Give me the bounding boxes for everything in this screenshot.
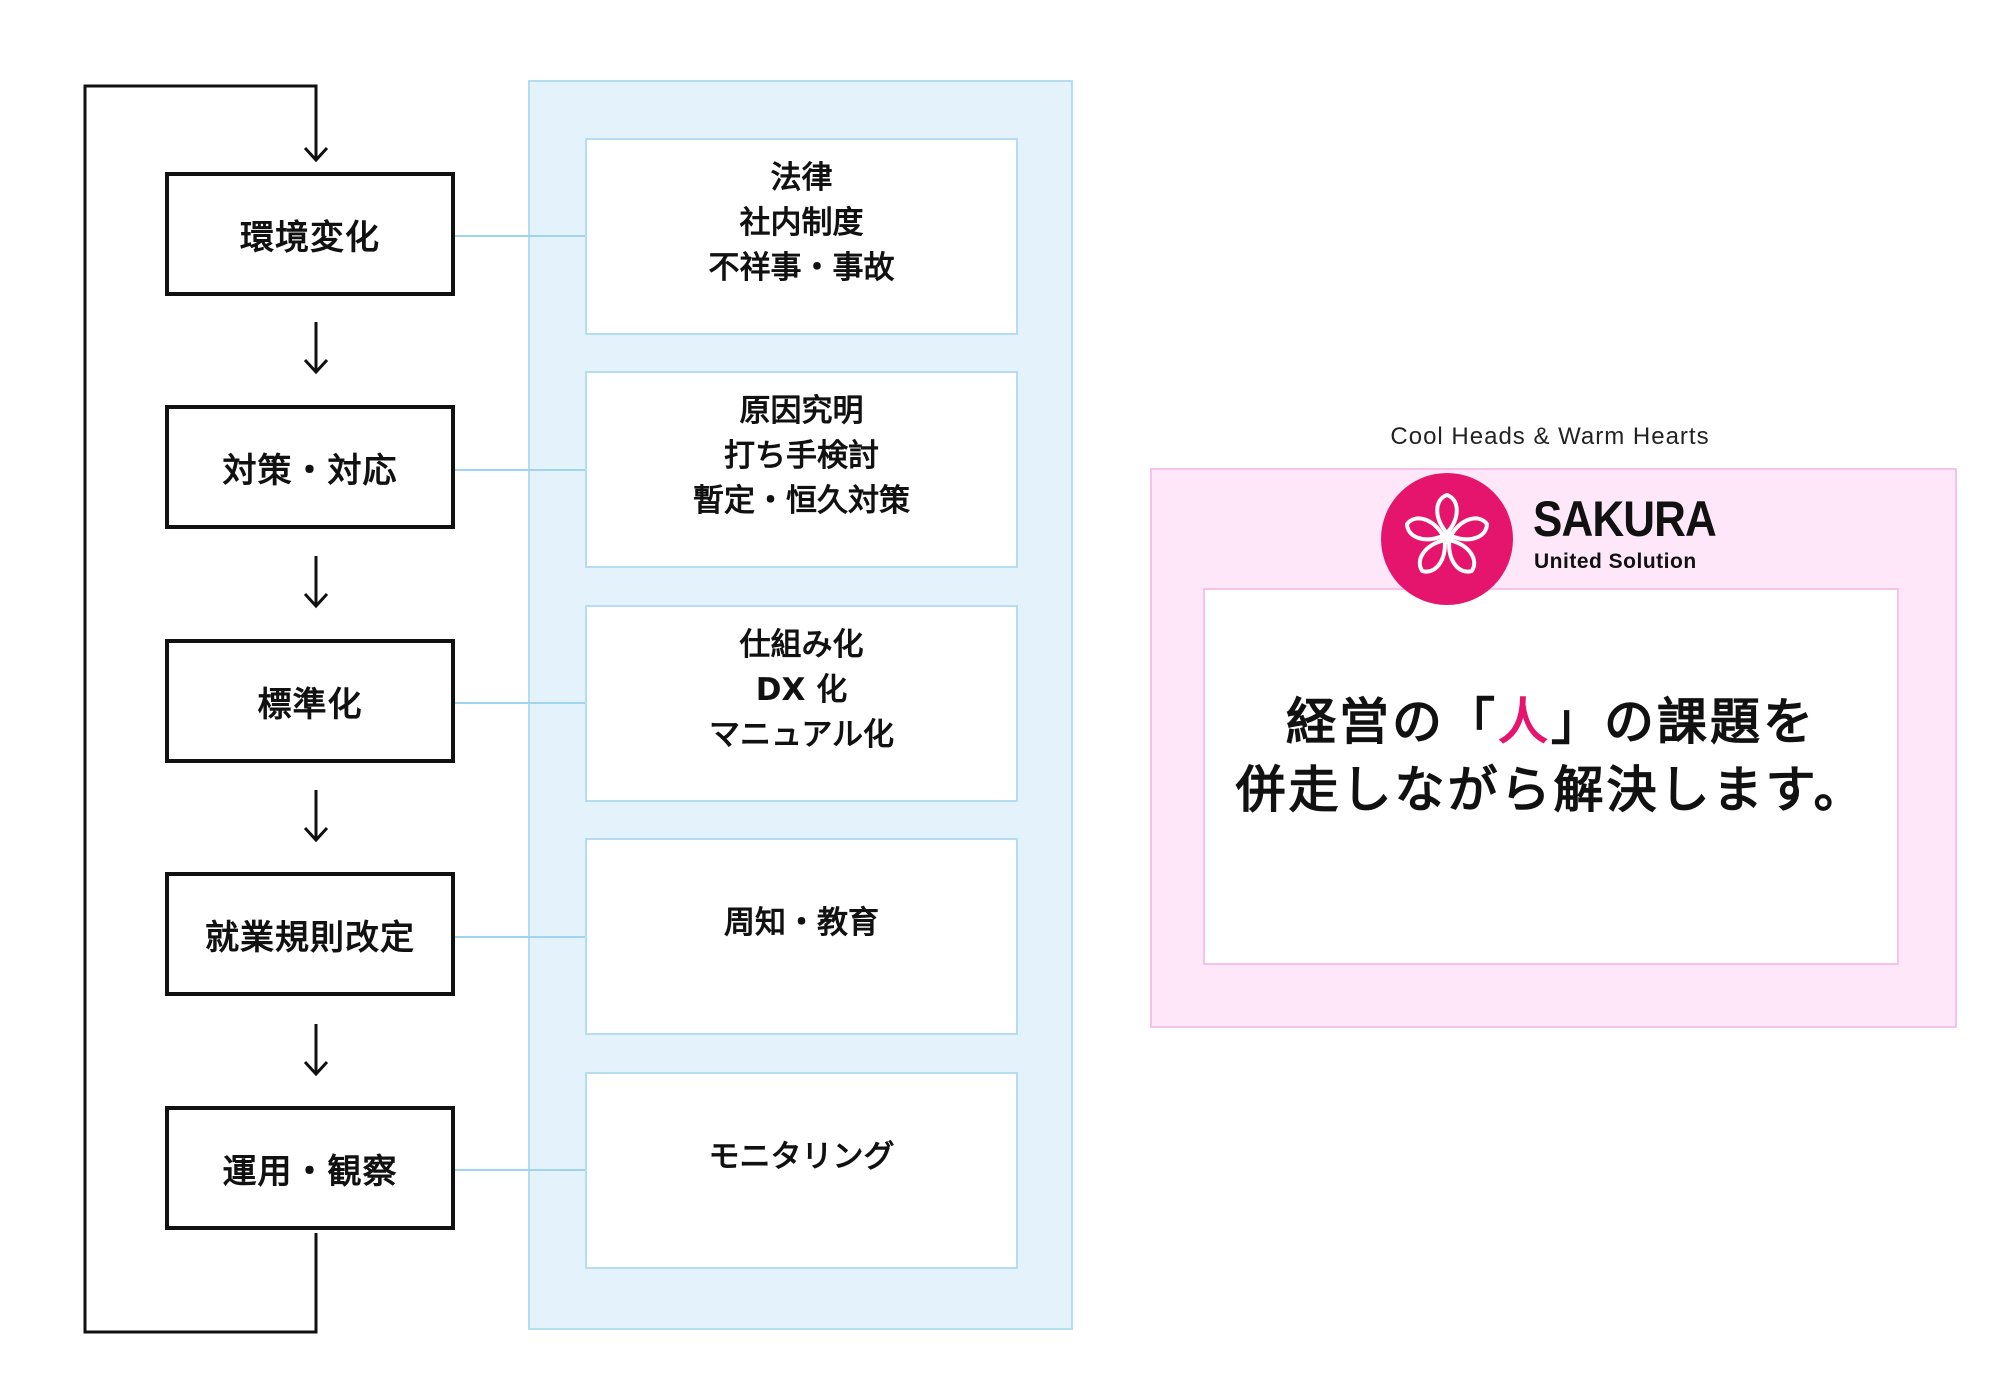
- flow-step-label: 環境変化: [240, 217, 380, 258]
- flow-step-label: 対策・対応: [222, 450, 398, 491]
- detail-line: モニタリング: [708, 1139, 895, 1175]
- flow-step-label: 運用・観察: [222, 1151, 398, 1192]
- message-text: 」の課題を: [1551, 693, 1816, 751]
- loop-arrowhead: [303, 146, 329, 163]
- detail-box-5: モニタリング: [585, 1072, 1018, 1269]
- flow-step-label: 就業規則改定: [205, 917, 415, 958]
- detail-line: 原因究明: [739, 393, 864, 429]
- message-line-1: 経営の「人」の課題を: [1203, 688, 1899, 756]
- detail-line: マニュアル化: [708, 717, 895, 753]
- message-text: 経営の「: [1286, 693, 1498, 751]
- detail-line: 打ち手検討: [724, 438, 879, 474]
- down-arrow-4: [303, 1024, 329, 1077]
- down-arrow-2: [303, 556, 329, 609]
- detail-line: 不祥事・事故: [708, 250, 895, 286]
- detail-line: 暫定・恒久対策: [693, 483, 910, 519]
- detail-box-3: 仕組み化 DX 化 マニュアル化: [585, 605, 1018, 802]
- sakura-flower-icon: [1381, 473, 1513, 605]
- detail-line: 社内制度: [739, 205, 864, 241]
- main-message: 経営の「人」の課題を 併走しながら解決します。: [1203, 688, 1899, 824]
- down-arrow-3: [303, 790, 329, 843]
- brand-tagline: Cool Heads & Warm Hearts: [1390, 423, 1710, 450]
- flow-step-3: 標準化: [165, 639, 455, 763]
- brand-name: SAKURA: [1533, 491, 1717, 547]
- detail-box-1: 法律 社内制度 不祥事・事故: [585, 138, 1018, 335]
- message-highlight: 人: [1498, 693, 1551, 751]
- down-arrow-1: [303, 322, 329, 375]
- brand-subname: United Solution: [1534, 550, 1697, 573]
- flow-step-label: 標準化: [257, 684, 363, 725]
- flow-step-4: 就業規則改定: [165, 872, 455, 996]
- message-line-2: 併走しながら解決します。: [1235, 761, 1867, 819]
- detail-box-4: 周知・教育: [585, 838, 1018, 1035]
- detail-line: 周知・教育: [724, 905, 879, 941]
- detail-line: 法律: [770, 160, 833, 196]
- flow-step-2: 対策・対応: [165, 405, 455, 529]
- detail-line: DX 化: [755, 672, 848, 708]
- flow-step-5: 運用・観察: [165, 1106, 455, 1230]
- detail-box-2: 原因究明 打ち手検討 暫定・恒久対策: [585, 371, 1018, 568]
- message-box: [1203, 588, 1899, 965]
- flow-step-1: 環境変化: [165, 172, 455, 296]
- loop-line: [83, 84, 318, 1334]
- detail-line: 仕組み化: [739, 627, 864, 663]
